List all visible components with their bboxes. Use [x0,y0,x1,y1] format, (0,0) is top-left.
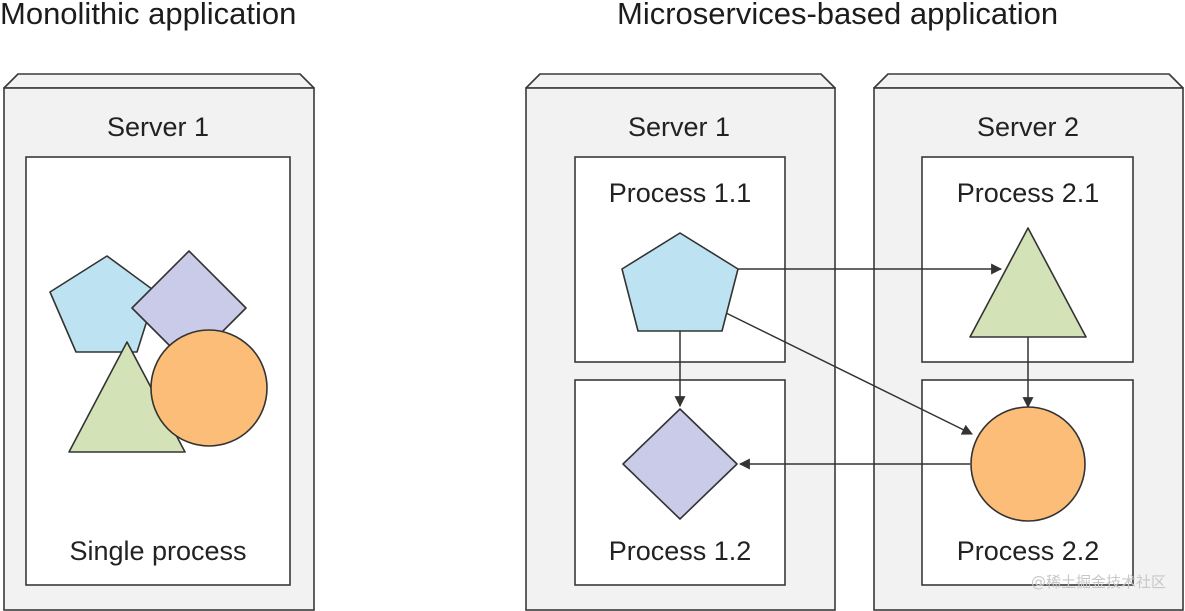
micro-server-1-top [525,73,836,89]
micro-server-2-top [873,73,1184,89]
monolith-server-label: Server 1 [107,112,209,142]
monolith-server-top [3,73,315,89]
edge-pentagon-to-circle [721,310,973,435]
edges [674,263,1034,470]
right-title: Microservices-based application [617,0,1058,31]
process-2-2-label: Process 2.2 [957,536,1100,566]
process-2-2-circle [970,406,1086,522]
process-1-1-label: Process 1.1 [609,178,752,208]
monolith-pentagon [49,255,157,353]
monolith-circle [150,329,268,447]
left-title: Monolithic application [0,0,296,31]
watermark: @稀土掘金技术社区 [1031,573,1166,591]
micro-server-1-label: Server 1 [628,112,730,142]
process-1-2-diamond [622,408,738,520]
monolith-server: Server 1 Single process [3,73,315,611]
micro-server-2-label: Server 2 [977,112,1079,142]
monolith-process-label: Single process [69,536,246,566]
process-2-1-triangle [969,227,1087,338]
process-2-1-label: Process 2.1 [957,178,1100,208]
process-1-1-pentagon [621,232,739,332]
process-1-2-label: Process 1.2 [609,536,752,566]
